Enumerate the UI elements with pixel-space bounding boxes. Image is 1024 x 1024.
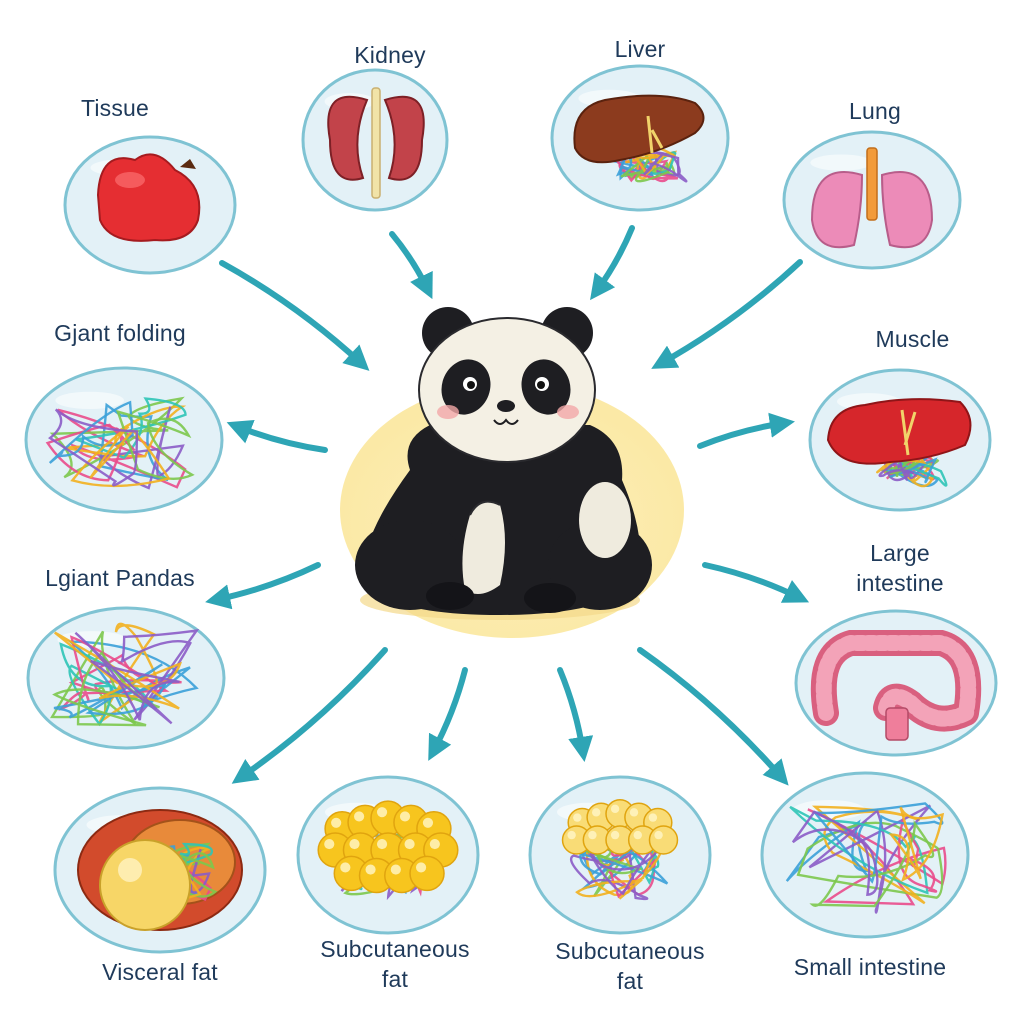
arrow — [637, 647, 789, 786]
muscle-icon — [826, 398, 972, 488]
node-small-intestine — [760, 771, 970, 939]
panda-illustration — [340, 307, 684, 638]
bubble — [760, 771, 970, 939]
arrows — [205, 225, 810, 786]
liver-icon — [573, 94, 705, 183]
panda-right-paw — [524, 583, 576, 613]
label-tissue: Tissue — [80, 95, 150, 121]
node-bubbles — [24, 64, 998, 954]
label-lung: Lung — [849, 98, 901, 124]
arrow — [651, 259, 803, 369]
panda-left-cheek — [437, 405, 459, 419]
label-kidney: Kidney — [354, 42, 426, 68]
node-tissue — [63, 135, 237, 275]
arrow — [219, 260, 370, 371]
label-liver: Liver — [614, 36, 666, 62]
fat-cells-icon — [561, 799, 679, 901]
label-large-intestine: Large intestine — [830, 538, 970, 598]
panda-left-paw — [426, 582, 474, 610]
arrow — [205, 562, 321, 610]
node-visceral-fat — [53, 786, 267, 954]
arrow — [428, 667, 468, 761]
arrow — [702, 562, 810, 603]
arrow — [226, 419, 328, 453]
label-subcutaneous-fat-2: Subcutaneous fat — [525, 936, 735, 996]
arrow — [389, 231, 433, 300]
visceral-fat-icon — [77, 809, 243, 931]
node-subcutaneous-fat-2 — [528, 775, 712, 935]
label-giant-folding: Gjant folding — [54, 320, 186, 346]
node-lgiant-pandas — [26, 606, 226, 750]
node-lung — [782, 130, 962, 270]
arrow — [590, 225, 635, 301]
arrow — [697, 412, 795, 449]
label-small-intestine: Small intestine — [793, 954, 947, 980]
panda-right-side-patch — [579, 482, 631, 558]
tangled-fibers-icon — [785, 802, 947, 914]
panda-right-leg — [548, 520, 652, 610]
arrow — [231, 647, 388, 784]
panda-arm-outline — [469, 500, 501, 516]
label-subcutaneous-fat-1: Subcutaneous fat — [290, 934, 500, 994]
tangled-fibers-icon — [50, 622, 200, 727]
label-subcutaneous-fat-2-text: Subcutaneous fat — [555, 938, 705, 994]
node-large-intestine — [794, 609, 998, 757]
node-kidney — [301, 68, 449, 212]
label-large-intestine-text: Large intestine — [856, 540, 944, 596]
large-intestine-icon — [810, 630, 982, 741]
fat-cells-icon — [317, 800, 459, 901]
label-visceral-fat: Visceral fat — [102, 959, 218, 985]
arrow — [557, 667, 594, 762]
lung-icon — [810, 147, 934, 249]
node-muscle — [808, 368, 992, 512]
kidney-icon — [327, 87, 425, 199]
node-subcutaneous-fat-1 — [296, 775, 480, 935]
node-giant-folding — [24, 366, 224, 514]
tangled-fibers-icon — [45, 396, 195, 490]
panda-nose — [497, 400, 515, 412]
red-organ-icon — [96, 153, 201, 242]
node-liver — [550, 64, 730, 212]
panda-head — [418, 317, 596, 463]
panda-right-cheek — [557, 405, 579, 419]
panda-arm — [462, 501, 505, 594]
label-muscle: Muscle — [875, 326, 950, 352]
panda-mouth — [493, 418, 519, 425]
label-subcutaneous-fat-1-text: Subcutaneous fat — [320, 936, 470, 992]
label-lgiant-pandas: Lgiant Pandas — [45, 565, 195, 591]
